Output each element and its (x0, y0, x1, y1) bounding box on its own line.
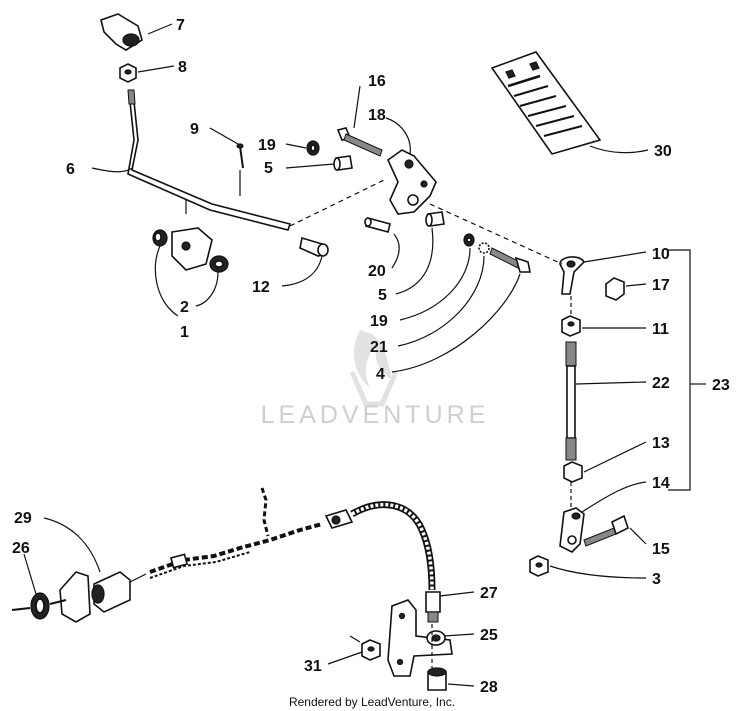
part-14-clevis[interactable] (559, 507, 585, 553)
watermark-logo (349, 330, 399, 407)
callout-17: 17 (652, 277, 670, 294)
callout-18: 18 (368, 107, 386, 124)
callout-1: 1 (180, 324, 189, 341)
part-18-bracket[interactable] (386, 149, 437, 215)
part-26-washer[interactable] (11, 592, 67, 620)
callout-21: 21 (370, 339, 388, 356)
part-3-nut[interactable] (529, 555, 549, 577)
callout-28: 28 (480, 679, 498, 696)
callout-10: 10 (652, 246, 670, 263)
part-4-bolt[interactable] (489, 247, 531, 273)
callout-labels: 7 8 9 6 2 1 12 16 18 19 5 20 5 19 21 4 3… (12, 17, 730, 696)
part-28-bushing[interactable] (427, 667, 447, 691)
part-19-washer-upper[interactable] (306, 140, 320, 156)
part-1-plate[interactable] (171, 227, 213, 271)
callout-23: 23 (712, 377, 730, 394)
callout-27: 27 (480, 585, 498, 602)
callout-2: 2 (180, 299, 189, 316)
part-15-bolt[interactable] (583, 514, 629, 547)
watermark-text: LEADVENTURE (261, 401, 490, 429)
part-8-nut[interactable] (119, 63, 137, 83)
callout-14: 14 (652, 475, 670, 492)
callout-12: 12 (252, 279, 270, 296)
control-cable[interactable] (350, 501, 436, 591)
part-19-washer-lower[interactable] (463, 233, 475, 247)
callout-5-upper: 5 (264, 160, 273, 177)
part-7-knob[interactable] (100, 13, 143, 51)
part-20-pin[interactable] (364, 217, 391, 233)
part-2-bushing-left[interactable] (152, 229, 168, 247)
part-21-lock-washer[interactable] (478, 242, 490, 254)
part-17-nut[interactable] (605, 277, 625, 301)
callout-26: 26 (12, 540, 30, 557)
part-2-bushing-right[interactable] (209, 255, 229, 273)
callout-11: 11 (652, 321, 669, 338)
part-6-shift-lever[interactable] (127, 89, 292, 231)
callout-6: 6 (66, 161, 75, 178)
part-13-jam-nut[interactable] (563, 461, 583, 483)
connector-plug[interactable] (324, 509, 354, 529)
callout-4: 4 (376, 366, 385, 383)
leader-lines (23, 23, 706, 687)
callout-7: 7 (176, 17, 185, 34)
part-10-rod-end[interactable] (559, 256, 585, 295)
part-25-bracket[interactable] (387, 599, 453, 677)
callout-16: 16 (368, 73, 386, 90)
part-9-screw[interactable] (236, 143, 244, 169)
part-22-threaded-rod[interactable] (565, 341, 577, 461)
part-29-switch[interactable] (59, 571, 147, 623)
part-16-bolt[interactable] (336, 127, 383, 157)
part-5-bushing-lower[interactable] (425, 211, 445, 227)
callout-19-upper: 19 (258, 137, 276, 154)
callout-20: 20 (368, 263, 386, 280)
callout-15: 15 (652, 541, 670, 558)
callout-5-lower: 5 (378, 287, 387, 304)
callout-9: 9 (190, 121, 199, 138)
credit-text: Rendered by LeadVenture, Inc. (289, 695, 455, 709)
callout-30: 30 (654, 143, 672, 160)
callout-8: 8 (178, 59, 187, 76)
callout-22: 22 (652, 375, 670, 392)
part-31-nut[interactable] (349, 635, 381, 661)
part-11-jam-nut[interactable] (561, 315, 581, 337)
callout-29: 29 (14, 510, 32, 527)
wire-harness (149, 487, 323, 579)
callout-25: 25 (480, 627, 498, 644)
callout-19-lower: 19 (370, 313, 388, 330)
part-5-bushing-upper[interactable] (333, 155, 353, 171)
callout-13: 13 (652, 435, 670, 452)
part-27-cable-end[interactable] (425, 591, 441, 623)
callout-3: 3 (652, 571, 661, 588)
callout-31: 31 (304, 658, 322, 675)
part-12-pin[interactable] (299, 236, 329, 257)
part-30-decal[interactable] (490, 51, 602, 155)
